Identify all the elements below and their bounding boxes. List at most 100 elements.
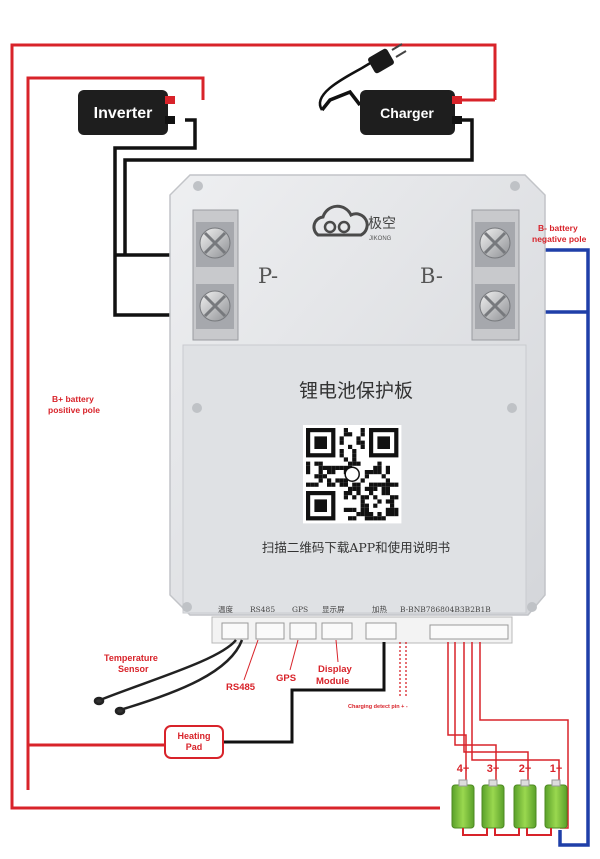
qr-module <box>314 482 319 487</box>
qr-module <box>385 470 390 475</box>
scan-instruction: 扫描二维码下载APP和使用说明书 <box>262 540 450 555</box>
inverter-label: Inverter <box>94 105 153 122</box>
qr-module <box>348 432 353 437</box>
p-minus-terminal <box>192 209 239 341</box>
qr-module <box>339 482 344 487</box>
qr-module <box>377 470 382 475</box>
qr-module <box>339 478 344 483</box>
qr-module <box>369 482 374 487</box>
qr-module <box>318 478 323 483</box>
qr-module <box>348 444 353 449</box>
battery-cell <box>451 784 475 829</box>
port-label-gps: GPS <box>292 605 308 614</box>
qr-module <box>306 470 311 475</box>
qr-module <box>390 507 395 512</box>
display-label-1: Display <box>318 664 353 675</box>
port-label-rs485: RS485 <box>250 605 275 614</box>
qr-module <box>348 516 353 521</box>
battery-cell <box>513 784 537 829</box>
qr-module <box>327 478 332 483</box>
balance-wire <box>447 642 467 785</box>
brand-en: JIKONG <box>369 236 392 242</box>
qr-module <box>318 474 323 479</box>
qr-module <box>369 491 374 496</box>
battery-cell <box>544 784 568 829</box>
temp-sensor-label-2: Sensor <box>118 664 149 674</box>
qr-module <box>364 470 369 475</box>
qr-module <box>306 465 311 470</box>
qr-module <box>348 507 353 512</box>
bms-board <box>169 174 546 616</box>
qr-module <box>356 486 361 491</box>
gps-label: GPS <box>276 673 296 684</box>
qr-module <box>360 507 365 512</box>
qr-module <box>343 478 348 483</box>
qr-module <box>331 470 336 475</box>
qr-module <box>331 482 336 487</box>
qr-module <box>335 465 340 470</box>
qr-module <box>352 482 357 487</box>
qr-module <box>343 491 348 496</box>
cell-label: 1+ <box>550 763 563 775</box>
qr-module <box>343 428 348 433</box>
qr-module <box>331 465 336 470</box>
cell-label: 3+ <box>487 763 500 775</box>
qr-module <box>364 512 369 517</box>
qr-module <box>318 465 323 470</box>
qr-module <box>373 470 378 475</box>
temp-sensor-label-1: Temperature <box>104 653 158 663</box>
qr-module <box>356 482 361 487</box>
qr-module <box>352 516 357 521</box>
qr-module <box>339 436 344 441</box>
qr-module <box>377 516 382 521</box>
battery-cell <box>481 784 505 829</box>
qr-module <box>343 432 348 437</box>
heating-wire <box>220 642 386 744</box>
qr-module <box>369 512 374 517</box>
qr-module <box>390 503 395 508</box>
cell-terminal <box>458 779 468 787</box>
charging-detect-wires <box>399 642 407 698</box>
qr-module <box>314 461 319 466</box>
qr-module <box>385 465 390 470</box>
qr-module <box>356 491 361 496</box>
qr-module <box>352 507 357 512</box>
qr-module <box>381 491 386 496</box>
qr-module <box>364 486 369 491</box>
cell-label: 2+ <box>519 763 532 775</box>
port-label-temp: 温度 <box>218 604 233 614</box>
qr-module <box>356 440 361 445</box>
qr-module <box>381 486 386 491</box>
balance-wire <box>463 642 529 785</box>
qr-module <box>364 474 369 479</box>
qr-module <box>373 482 378 487</box>
qr-module <box>381 516 386 521</box>
qr-module <box>352 486 357 491</box>
heating-pad <box>164 725 224 759</box>
qr-module <box>364 503 369 508</box>
qr-module <box>352 457 357 462</box>
cell-link <box>494 828 520 836</box>
plug-icon <box>318 43 407 111</box>
qr-module <box>348 486 353 491</box>
qr-module <box>377 512 382 517</box>
qr-module <box>343 495 348 500</box>
qr-module <box>327 482 332 487</box>
cell-link <box>526 828 552 836</box>
qr-module <box>310 482 315 487</box>
b-neg-label-1: B- battery <box>538 223 578 233</box>
qr-module <box>381 474 386 479</box>
qr-code <box>303 425 402 524</box>
qr-module <box>394 507 399 512</box>
qr-module <box>322 465 327 470</box>
qr-module <box>322 474 327 479</box>
qr-module <box>364 507 369 512</box>
serial-number: B-BNB786804B3B2B1B <box>400 605 491 614</box>
qr-module <box>360 428 365 433</box>
qr-module <box>352 495 357 500</box>
qr-module <box>390 482 395 487</box>
qr-module <box>352 461 357 466</box>
display-label-2: Module <box>316 676 349 687</box>
